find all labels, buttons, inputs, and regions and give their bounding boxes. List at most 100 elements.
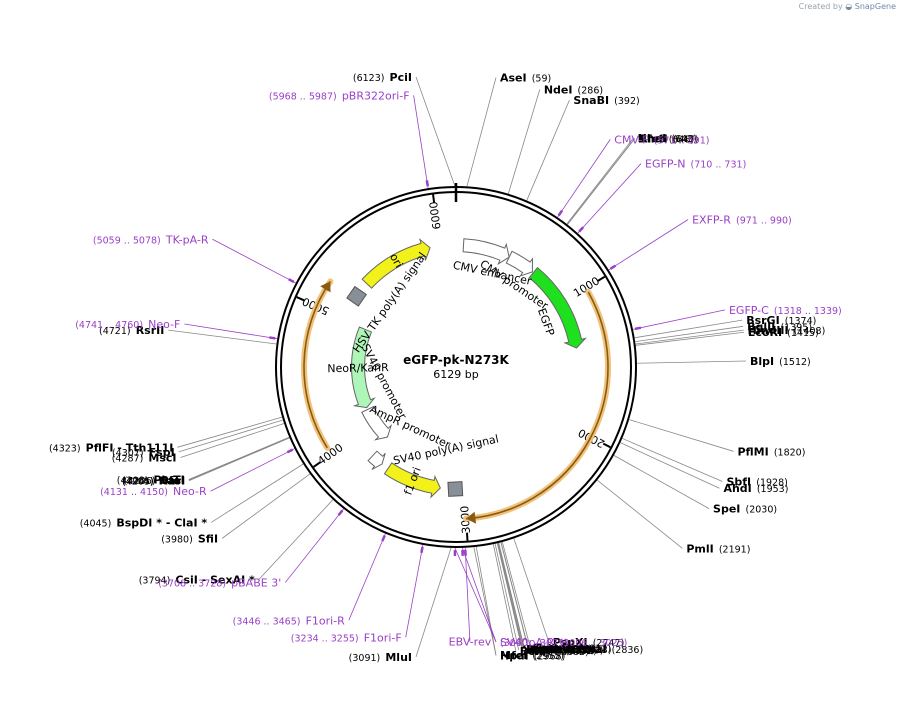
tick-mark-3000 [465,532,469,541]
feature-ori [361,238,431,289]
enzyme-connector-mfei [475,546,497,656]
enzyme-connector-csii-sexai [258,499,334,580]
primer-connector-tk-pa-r [212,238,296,284]
primer-mark-pbabe-3 [337,509,344,516]
primer-connector-3060-3079 [454,547,497,643]
enzyme-label-pcii: (6123) PciI [353,66,412,85]
enzyme-label-acci: AccI (2820) [532,637,594,656]
primer-mark-neo-r [286,448,294,454]
enzyme-label-msci: (4287) MscI [112,447,177,466]
primer-connector-ebv-rev [464,547,471,642]
enzyme-label-bmgbi: BmgBI (2812) [534,636,611,655]
enzyme-connector-bglii [635,325,744,343]
enzyme-label-pmli: PmlI (2191) [686,537,750,556]
enzyme-connector-asei [466,77,497,187]
enzyme-connector-fspi [178,419,284,453]
feature-egfp [528,266,587,349]
enzyme-label-tspmi-xmai: TspMI - XmaI (2836) [527,638,643,657]
enzyme-label-bmti: BmtI (647) [639,127,699,146]
primer-connector-f1ori-f [405,544,424,638]
enzyme-connector-hpai [473,547,497,656]
enzyme-label-kasi: (4204) KasI [122,470,185,489]
feature-sv40-promoter [361,405,393,441]
snapgene-credit: Created by ◒ SnapGene [799,2,896,11]
enzyme-connector-snabi [526,99,570,201]
enzyme-connector-hindiii [635,329,744,345]
enzyme-connector-ecori [635,331,744,346]
enzyme-connector-afei [567,138,636,225]
enzyme-connector-pspomi [498,542,525,649]
enzyme-connector-spei [613,455,710,509]
enzyme-label-sali: SalI (2819) [532,637,592,656]
primer-mark-f1ori-r [381,535,386,542]
primer-label-3060-3079: (3060 .. 3079) [500,638,568,649]
enzyme-connector-pluti [188,436,290,480]
enzyme-label-ahdi: AhdI (1953) [723,477,788,496]
tick-label-4000: 4000 [315,441,345,468]
enzyme-label-smai: SmaI (2838) [527,638,595,657]
primer-mark-tk-pa-r [288,278,295,284]
primer-label-ebv-rev: EBV-rev [449,636,492,649]
enzyme-label-sfii: (3980) SfiI [161,527,218,546]
enzyme-connector-ndei [507,89,541,194]
enzyme-connector-pcii [415,76,456,187]
primer-mark-pbr322ori-f [425,180,430,187]
primer-connector-f1ori-r [348,533,386,621]
enzyme-label-sbfi: SbfI (1928) [726,470,787,489]
primer-label-cmv-f: CMV-F (571 .. 591) [614,128,709,147]
enzyme-label-bsrgi: BsrGI (1374) [746,309,816,328]
primer-connector-cmv-f [557,139,611,218]
feature-cmv-promoter [505,250,533,277]
primer-connector-egfp-c [632,309,726,330]
enzyme-label-sfoi: (4206) SfoI [124,469,185,488]
enzyme-connector-pmli [597,479,683,549]
enzyme-connector-sbfi [622,438,723,482]
primer-mark-neo-f [269,336,276,340]
tick-mark-2000 [602,442,611,449]
feature-caption-egfp: EGFP [535,307,557,339]
primer-label-neo-r: (4131 .. 4150) Neo-R [100,480,207,499]
tick-mark-1000 [597,275,606,282]
enzyme-label-asei: AseI (59) [500,67,551,86]
enzyme-connector-nhei [566,137,634,225]
enzyme-connector-bcli [492,544,517,651]
tick-mark-5000 [296,296,305,302]
primer-mark-f1ori-f [420,546,424,554]
primer-label-sv40pa-r: SV40pA-R (3006 .. 3025) [500,631,627,650]
enzyme-label-spei: SpeI (2030) [713,498,777,517]
enzyme-label-pluti: (4208) PluTI [117,469,185,488]
primer-mark-cmv-f [557,209,564,217]
primer-mark-egfp-n [578,226,585,233]
site-marks [269,180,642,557]
enzyme-connector-mlui [415,547,452,658]
plasmid-name: eGFP-pk-N273K [403,353,509,367]
primer-mark-exfp-r [609,264,617,270]
primer-label-tk-pa-r: (5059 .. 5078) TK-pA-R [93,228,209,247]
label-connector-lines [168,76,746,658]
enzyme-label-bcli: BclI * (2862) [520,640,589,659]
primer-label-pbr322ori-f: (5968 .. 5987) pBR322ori-F [269,84,410,103]
enzyme-label-xbai: XbaI * (2852) [523,639,597,658]
tick-mark-6000 [432,194,436,203]
snapgene-logo-icon: ◒ [845,2,853,11]
orf-arc-1 [303,280,332,449]
enzyme-label-pflfi-tth111i: (4323) PflFI - Tth111I [49,436,173,455]
feature-ori-label: ori [387,251,405,270]
primer-label-egfp-c: EGFP-C (1318 .. 1339) [729,299,842,318]
tick-label-1000: 1000 [571,274,602,300]
feature-neor-kanr [351,326,376,409]
enzyme-label-pspomi: PspOMI (2833) [528,638,611,657]
feature-sv40-poly-a-signal [447,481,464,497]
enzyme-connector-pspxi [513,538,550,642]
enzyme-connector-pflmi [629,419,734,452]
primer-label-pbabe-3: (3708 .. 3728) pBABE 3' [158,572,281,591]
enzyme-label-bglii: BglII (1395) [747,315,812,334]
primer-label-f1ori-f: (3234 .. 3255) F1ori-F [291,626,402,645]
enzyme-connector-xbai [494,543,520,651]
primer-connector-sv40pa-r [462,547,497,642]
enzyme-label-mfei: MfeI (2955) [500,644,564,663]
enzyme-connector-ahdi [620,442,720,489]
enzyme-connector-rsrii [168,329,277,345]
